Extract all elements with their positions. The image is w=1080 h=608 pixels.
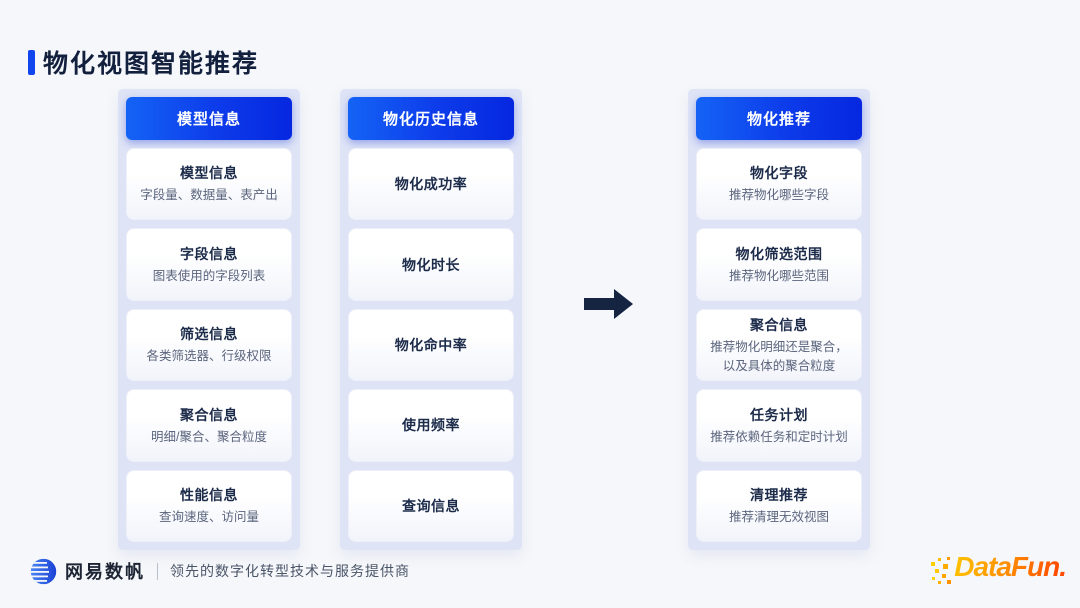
card-subtitle: 明细/聚合、聚合粒度 [151, 429, 267, 444]
card-subtitle: 推荐物化明细还是聚合，以及具体的聚合粒度 [710, 339, 848, 373]
info-card: 筛选信息 各类筛选器、行级权限 [126, 308, 292, 382]
info-card: 使用频率 [348, 389, 514, 462]
brand-name: 网易数帆 [65, 562, 145, 582]
info-card: 模型信息 字段量、数据量、表产出 [126, 148, 292, 221]
footer-brand-row: 网易数帆 领先的数字化转型技术与服务提供商 [30, 557, 410, 585]
info-card: 查询信息 [348, 469, 514, 543]
info-card: 聚合信息 明细/聚合、聚合粒度 [126, 389, 292, 462]
card-title: 物化字段 [750, 165, 808, 182]
card-title: 任务计划 [750, 406, 808, 423]
page-title: 物化视图智能推荐 [43, 50, 260, 78]
info-card: 聚合信息 推荐物化明细还是聚合，以及具体的聚合粒度 [696, 308, 862, 382]
card-title: 使用频率 [402, 417, 460, 434]
column-header: 模型信息 [126, 97, 292, 140]
card-subtitle: 推荐依赖任务和定时计划 [710, 429, 848, 444]
footer-divider [157, 562, 158, 580]
card-title: 字段信息 [180, 245, 238, 262]
card-title: 物化成功率 [394, 176, 468, 193]
info-card: 物化成功率 [348, 148, 514, 221]
card-title: 物化命中率 [394, 337, 468, 354]
card-title: 筛选信息 [180, 326, 238, 343]
card-title: 物化时长 [402, 256, 460, 273]
card-title: 聚合信息 [180, 406, 238, 423]
card-subtitle: 字段量、数据量、表产出 [140, 188, 278, 203]
netease-shufan-logo-icon [30, 558, 57, 584]
page-title-row: 物化视图智能推荐 [28, 44, 259, 80]
datafun-wordmark: DataFun. [954, 551, 1067, 582]
card-subtitle: 推荐物化哪些范围 [728, 268, 829, 283]
info-card: 物化时长 [348, 228, 514, 301]
info-card: 物化筛选范围 推荐物化哪些范围 [696, 228, 862, 301]
card-subtitle: 各类筛选器、行级权限 [146, 349, 272, 364]
card-title: 聚合信息 [750, 316, 808, 333]
datafun-logo: DataFun. [930, 551, 1067, 589]
card-title: 查询信息 [402, 497, 460, 514]
column-header: 物化推荐 [696, 97, 862, 140]
info-card: 字段信息 图表使用的字段列表 [126, 228, 292, 301]
card-title: 清理推荐 [750, 486, 808, 503]
datafun-pixels-icon [931, 557, 952, 584]
card-subtitle: 图表使用的字段列表 [152, 268, 266, 283]
card-subtitle: 推荐清理无效视图 [728, 509, 829, 524]
footer-tagline: 领先的数字化转型技术与服务提供商 [170, 563, 410, 579]
card-title: 性能信息 [180, 486, 238, 503]
info-card: 清理推荐 推荐清理无效视图 [696, 469, 862, 543]
column-panel-history-info: 物化历史信息 物化成功率 物化时长 物化命中率 使用频率 查询信息 [340, 89, 522, 550]
info-card: 物化命中率 [348, 308, 514, 382]
info-card: 任务计划 推荐依赖任务和定时计划 [696, 389, 862, 462]
info-card: 物化字段 推荐物化哪些字段 [696, 148, 862, 221]
card-subtitle: 查询速度、访问量 [158, 509, 259, 524]
title-accent-bar [28, 49, 35, 75]
column-panel-recommendation: 物化推荐 物化字段 推荐物化哪些字段 物化筛选范围 推荐物化哪些范围 聚合信息 … [688, 89, 870, 550]
flow-arrow-icon [584, 289, 633, 319]
column-panel-model-info: 模型信息 模型信息 字段量、数据量、表产出 字段信息 图表使用的字段列表 筛选信… [118, 89, 300, 550]
info-card: 性能信息 查询速度、访问量 [126, 469, 292, 543]
card-title: 物化筛选范围 [735, 245, 823, 262]
column-header: 物化历史信息 [348, 97, 514, 140]
card-subtitle: 推荐物化哪些字段 [728, 188, 829, 203]
card-title: 模型信息 [180, 165, 238, 182]
